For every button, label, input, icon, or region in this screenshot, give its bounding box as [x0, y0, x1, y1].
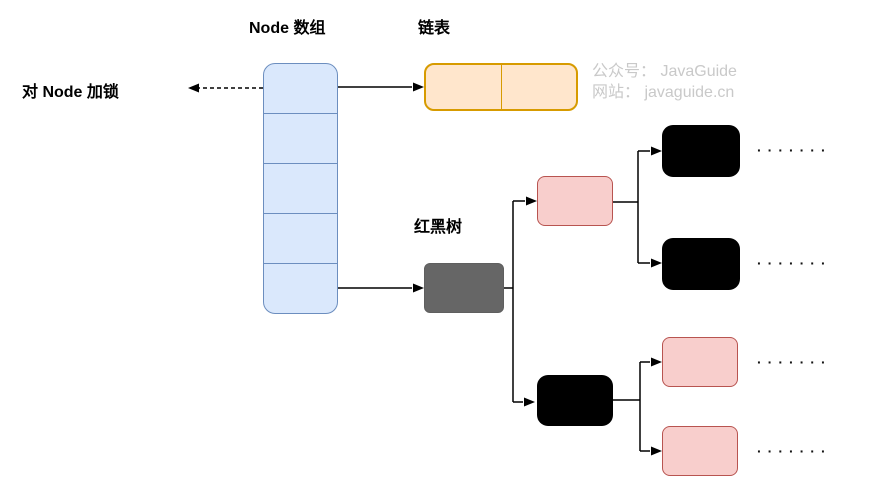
ellipsis-dots: ·······: [757, 142, 832, 158]
ellipsis-dots: ·······: [757, 354, 832, 370]
array-cell: [264, 64, 337, 113]
red-node-child-2: [662, 426, 738, 476]
watermark-line2: 网站： javaguide.cn: [592, 84, 735, 101]
red-left-branch-line: [613, 150, 650, 264]
black-node-child-1: [662, 125, 740, 177]
linked-list-node: [424, 63, 578, 111]
linked-list-label: 链表: [418, 20, 451, 37]
node-array-label: Node 数组: [249, 20, 326, 37]
black-node-bottom: [537, 375, 613, 426]
black-to-red2-arrow-head-icon: [651, 446, 662, 456]
array-to-list-arrow-head-icon: [413, 82, 424, 92]
black-bottom-branch-line: [613, 361, 650, 452]
red-to-black1-arrow-head-icon: [651, 146, 662, 156]
watermark-line1: 公众号： JavaGuide: [592, 63, 737, 80]
linked-list-cell: [500, 65, 577, 109]
root-branch-line: [504, 200, 525, 403]
array-to-root-arrow-head-icon: [413, 283, 424, 293]
black-node-child-2: [662, 238, 740, 290]
array-cell: [264, 113, 337, 163]
array-cell: [264, 163, 337, 213]
lock-dashed-arrow-head-icon: [188, 83, 199, 93]
red-to-black2-arrow-head-icon: [651, 258, 662, 268]
red-node-left: [537, 176, 613, 226]
tree-root-node: [424, 263, 504, 313]
linked-list-cell: [426, 65, 501, 109]
black-to-red1-arrow-head-icon: [651, 357, 662, 367]
root-to-black-arrow-head-icon: [524, 397, 535, 407]
red-black-tree-label: 红黑树: [414, 219, 463, 236]
root-to-red-arrow-head-icon: [526, 196, 537, 206]
ellipsis-dots: ·······: [757, 443, 832, 459]
watermark: 公众号： JavaGuide 网站： javaguide.cn: [592, 61, 737, 103]
lock-node-label: 对 Node 加锁: [22, 84, 119, 101]
red-node-child-1: [662, 337, 738, 387]
node-array: [263, 63, 338, 314]
ellipsis-dots: ·······: [757, 255, 832, 271]
array-cell: [264, 263, 337, 313]
array-cell: [264, 213, 337, 263]
